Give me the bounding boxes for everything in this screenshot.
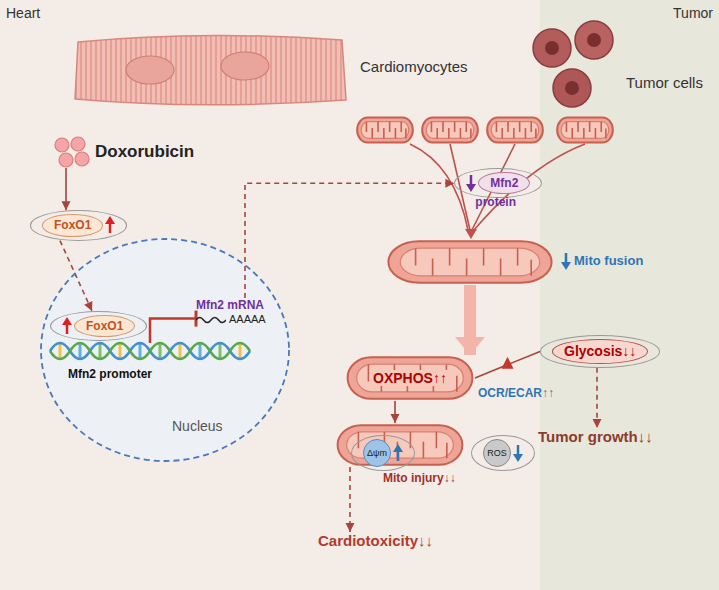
arrowhead bbox=[593, 419, 602, 428]
node-text: Nucleus bbox=[172, 418, 223, 435]
drug-group: Doxorubicin bbox=[52, 136, 194, 168]
arrowhead bbox=[84, 301, 92, 311]
connector-line bbox=[596, 368, 598, 428]
node-text: ROS bbox=[487, 448, 507, 459]
mitochondrion-shape bbox=[335, 423, 465, 467]
mrna-strand bbox=[196, 315, 226, 325]
node-text: Glycosis↓↓ bbox=[564, 343, 636, 360]
node-text: FoxO1 bbox=[86, 319, 123, 333]
nucleus: Nucleus FoxO1Mfn2 promoter Mfn2 mRNAAAAAA bbox=[40, 238, 290, 462]
node-text: Tumor growth↓↓ bbox=[538, 428, 653, 446]
node-shape: Δψm bbox=[363, 439, 391, 467]
fusion-lines bbox=[410, 144, 585, 239]
protein-oval: Mfn2protein bbox=[454, 168, 542, 198]
trend-arrow bbox=[561, 252, 571, 270]
cell-label: Tumor cells bbox=[626, 74, 703, 92]
connector-line bbox=[475, 351, 540, 378]
arrowhead bbox=[455, 337, 485, 355]
node-shape: Mfn2 bbox=[478, 172, 530, 194]
node-text: FoxO1 bbox=[54, 218, 91, 232]
trend-arrow bbox=[105, 216, 115, 234]
node-text: Mfn2 mRNA bbox=[196, 298, 264, 312]
node-shape: Glycosis↓↓ bbox=[552, 339, 648, 364]
oxphos-mitochondrion: OXPHOS↑↑ bbox=[345, 355, 475, 401]
marker-circle: Δψm bbox=[351, 435, 415, 471]
tumor-ground bbox=[540, 0, 719, 590]
node-text: Mito injury↓↓ bbox=[383, 471, 456, 485]
arrowhead bbox=[391, 414, 400, 423]
node-text: OXPHOS↑↑ bbox=[370, 370, 450, 387]
connector-line bbox=[349, 467, 351, 532]
text-group: Doxorubicin bbox=[52, 136, 194, 168]
arrowhead bbox=[346, 523, 355, 532]
node-text: Heart bbox=[6, 5, 40, 22]
arrowhead bbox=[445, 179, 454, 188]
regulation-triangle bbox=[502, 357, 514, 369]
cell-label: Cardiomyocytes bbox=[360, 58, 468, 76]
node-shape: ROS bbox=[483, 439, 511, 467]
connector bbox=[391, 401, 400, 423]
nucleus-ground bbox=[40, 238, 290, 462]
text-group: Mito fusion bbox=[561, 252, 643, 270]
cardiomyocyte bbox=[75, 35, 346, 104]
node-text: Δψm bbox=[367, 448, 387, 459]
fused-mitochondrion: Mito fusion bbox=[385, 239, 555, 285]
connector bbox=[346, 467, 355, 532]
node-text: Mito fusion bbox=[574, 253, 643, 269]
node-text: Doxorubicin bbox=[95, 142, 194, 162]
protein-oval: FoxO1 bbox=[50, 311, 147, 341]
heart-ground bbox=[0, 0, 540, 590]
trend-arrow bbox=[466, 174, 476, 192]
node-shape: FoxO1 bbox=[74, 315, 135, 337]
node-shape: FoxO1 bbox=[42, 214, 103, 236]
outcome-text: Cardiotoxicity↓↓ bbox=[318, 532, 433, 550]
trend-arrow bbox=[513, 444, 523, 462]
promoter-region: Mfn2 promoter bbox=[50, 343, 240, 383]
trend-arrow bbox=[393, 444, 403, 462]
text-group: AAAAA bbox=[196, 313, 266, 326]
connector bbox=[60, 241, 92, 311]
connector bbox=[455, 285, 485, 355]
ratio-label: OCR/ECAR↑↑ bbox=[478, 386, 554, 400]
drug-molecules bbox=[52, 136, 92, 168]
connector bbox=[62, 168, 71, 210]
node-text: protein bbox=[475, 195, 516, 209]
heart-panel: HeartDoxorubicinFoxO1NucleusFoxO1Mfn2 pr… bbox=[0, 0, 540, 590]
node-text: Mfn2 promoter bbox=[68, 367, 152, 381]
node-text: Cardiotoxicity↓↓ bbox=[318, 532, 433, 550]
connector-line bbox=[150, 319, 196, 343]
protein-oval: FoxO1 bbox=[30, 210, 127, 240]
arrowhead bbox=[62, 201, 71, 210]
marker-circle: ROS bbox=[471, 435, 535, 471]
injured-mitochondrion: Mito injury↓↓ΔψmROS bbox=[335, 423, 465, 467]
mrna-label: Mfn2 mRNAAAAAA bbox=[196, 298, 266, 327]
trend-arrow bbox=[62, 317, 72, 335]
tumor-cells bbox=[533, 21, 613, 107]
node-text: Tumor bbox=[673, 5, 713, 22]
nucleus-outline bbox=[40, 238, 290, 462]
mitochondrion-shape bbox=[385, 239, 555, 285]
outcome-text: Tumor growth↓↓ bbox=[538, 428, 653, 446]
connector-line bbox=[60, 241, 92, 311]
node-text: AAAAA bbox=[229, 313, 266, 326]
process-oval: Glycosis↓↓ bbox=[540, 335, 660, 368]
mitochondria bbox=[357, 117, 613, 142]
node-text: Mfn2 bbox=[490, 176, 518, 190]
connector bbox=[593, 368, 602, 428]
connector bbox=[475, 351, 540, 378]
dna-helix bbox=[50, 343, 250, 359]
connector bbox=[150, 311, 196, 343]
